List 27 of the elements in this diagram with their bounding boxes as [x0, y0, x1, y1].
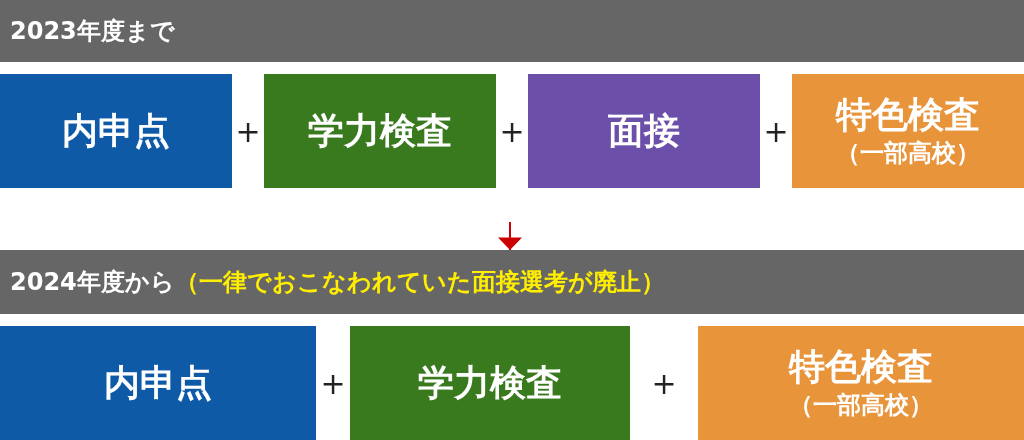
box-title: 内申点 [104, 361, 212, 405]
header-title: 2024年度から [10, 267, 175, 298]
section-header-bar [0, 0, 1024, 62]
box-title: 学力検査 [308, 109, 452, 153]
box-subtitle: （一部高校） [836, 137, 980, 169]
category-box [698, 326, 1024, 440]
box-title: 特色検査 [836, 93, 980, 137]
plus-sign: + [235, 113, 261, 149]
plus-sign: + [499, 113, 525, 149]
down-arrow [498, 221, 522, 251]
header-note: （一律でおこなわれていた面接選考が廃止） [174, 267, 665, 298]
section-header-bar [0, 250, 1024, 314]
category-box [350, 326, 630, 440]
category-box [528, 74, 760, 188]
plus-sign: + [763, 113, 789, 149]
category-box [264, 74, 496, 188]
box-title: 内申点 [62, 109, 170, 153]
box-title: 特色検査 [789, 345, 933, 389]
box-subtitle: （一部高校） [789, 389, 933, 421]
plus-sign: + [651, 365, 677, 401]
category-box [0, 74, 232, 188]
box-title: 面接 [608, 109, 680, 153]
category-box [0, 326, 316, 440]
plus-sign: + [320, 365, 346, 401]
header-title: 2023年度まで [10, 16, 175, 47]
box-title: 学力検査 [418, 361, 562, 405]
category-box [792, 74, 1024, 188]
